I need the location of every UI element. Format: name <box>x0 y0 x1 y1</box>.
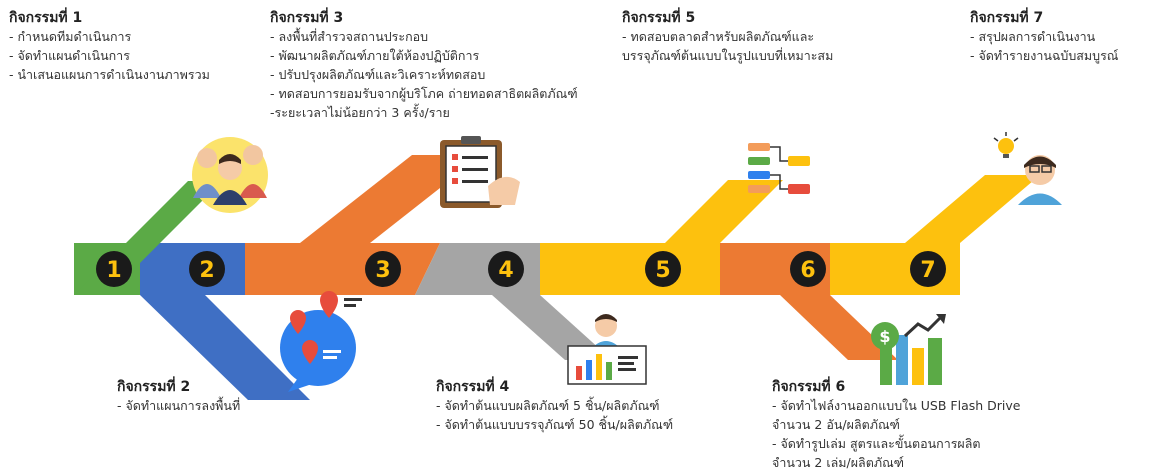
presenter-chart-icon <box>567 314 647 385</box>
arm-5 <box>665 180 783 243</box>
svg-text:$: $ <box>879 327 890 346</box>
activity-1-title: กิจกรรมที่ 1 <box>9 10 83 26</box>
activity-4-item-1: - จัดทำต้นแบบผลิตภัณฑ์ 5 ชิ้น/ผลิตภัณฑ์ <box>436 398 660 413</box>
checklist-icon <box>440 136 520 208</box>
step-number-6: 6 <box>800 258 815 283</box>
activity-1-item-2: - จัดทำแผนดำเนินการ <box>9 48 130 63</box>
activity-4-title: กิจกรรมที่ 4 <box>436 379 510 395</box>
activity-1-item-1: - กำหนดทีมดำเนินการ <box>9 29 132 44</box>
step-number-2: 2 <box>199 258 214 283</box>
arm-7 <box>905 175 1040 243</box>
step-number-5: 5 <box>655 258 670 283</box>
activity-3-text: กิจกรรมที่ 3 - ลงพื้นที่สำรวจสถานประกอบ … <box>270 9 578 122</box>
band-segment-3 <box>245 243 440 295</box>
activity-3-item-1: - ลงพื้นที่สำรวจสถานประกอบ <box>270 29 429 44</box>
process-flow-icon <box>748 143 810 194</box>
activity-6-item-3: - จัดทำรูปเล่ม สูตรและขั้นตอนการผลิต <box>772 436 981 451</box>
activity-7-item-2: - จัดทำรายงานฉบับสมบูรณ์ <box>970 48 1119 63</box>
activity-5-title: กิจกรรมที่ 5 <box>622 10 696 26</box>
step-number-7: 7 <box>920 258 935 283</box>
step-number-1: 1 <box>106 258 121 283</box>
activity-2-title: กิจกรรมที่ 2 <box>117 379 191 395</box>
arm-3 <box>300 155 482 243</box>
step-circle-3 <box>365 251 401 287</box>
money-growth-icon: $ <box>871 314 946 385</box>
activity-5-text: กิจกรรมที่ 5 - ทดสอบตลาดสำหรับผลิตภัณฑ์แ… <box>622 9 833 65</box>
activity-7-title: กิจกรรมที่ 7 <box>970 10 1044 26</box>
activity-6-title: กิจกรรมที่ 6 <box>772 379 846 395</box>
idea-person-icon <box>993 132 1062 205</box>
activity-5-item-2: บรรจุภัณฑ์ต้นแบบในรูปแบบที่เหมาะสม <box>622 48 834 63</box>
step-number-3: 3 <box>375 258 390 283</box>
activity-3-title: กิจกรรมที่ 3 <box>270 10 344 26</box>
step-circle-4 <box>488 251 524 287</box>
map-chat-icon <box>280 291 362 392</box>
step-circle-7 <box>910 251 946 287</box>
arm-2 <box>140 295 310 400</box>
step-number-4: 4 <box>498 258 513 283</box>
activity-1-text: กิจกรรมที่ 1 - กำหนดทีมดำเนินการ - จัดทำ… <box>9 9 210 84</box>
arm-6 <box>780 295 898 360</box>
activity-3-item-2: - พัฒนาผลิตภัณฑ์ภายใต้ห้องปฏิบัติการ <box>270 48 480 63</box>
activity-5-item-1: - ทดสอบตลาดสำหรับผลิตภัณฑ์และ <box>622 29 815 44</box>
activity-3-item-4: - ทดสอบการยอมรับจากผู้บริโภค ถ่ายทอดสาธิ… <box>270 86 578 101</box>
activity-7-item-1: - สรุปผลการดำเนินงาน <box>970 29 1096 44</box>
step-circle-1 <box>96 251 132 287</box>
activity-7-text: กิจกรรมที่ 7 - สรุปผลการดำเนินงาน - จัดท… <box>970 9 1118 65</box>
step-circle-6 <box>790 251 826 287</box>
activity-2-text: กิจกรรมที่ 2 - จัดทำแผนการลงพื้นที่ <box>117 378 240 415</box>
activity-1-item-3: - นำเสนอแผนการดำเนินงานภาพรวม <box>9 67 210 82</box>
step-circle-5 <box>645 251 681 287</box>
activity-3-item-5: -ระยะเวลาไม่น้อยกว่า 3 ครั้ง/ราย <box>270 105 450 120</box>
activity-6-text: กิจกรรมที่ 6 - จัดทำไฟล์งานออกแบบใน USB … <box>772 378 1020 472</box>
activity-6-item-2: จำนวน 2 อัน/ผลิตภัณฑ์ <box>772 417 900 432</box>
team-icon <box>192 137 268 213</box>
activity-4-item-2: - จัดทำต้นแบบบรรจุภัณฑ์ 50 ชิ้น/ผลิตภัณฑ… <box>436 417 674 432</box>
band-segment-5 <box>540 243 720 295</box>
activity-2-item-1: - จัดทำแผนการลงพื้นที่ <box>117 398 241 413</box>
arm-4 <box>492 295 612 360</box>
activity-4-text: กิจกรรมที่ 4 - จัดทำต้นแบบผลิตภัณฑ์ 5 ชิ… <box>436 378 673 434</box>
activity-6-item-1: - จัดทำไฟล์งานออกแบบใน USB Flash Drive <box>772 398 1021 413</box>
activity-3-item-3: - ปรับปรุงผลิตภัณฑ์และวิเคราะห์ทดสอบ <box>270 67 486 82</box>
step-circle-2 <box>189 251 225 287</box>
activity-6-item-4: จำนวน 2 เล่ม/ผลิตภัณฑ์ <box>772 455 905 470</box>
